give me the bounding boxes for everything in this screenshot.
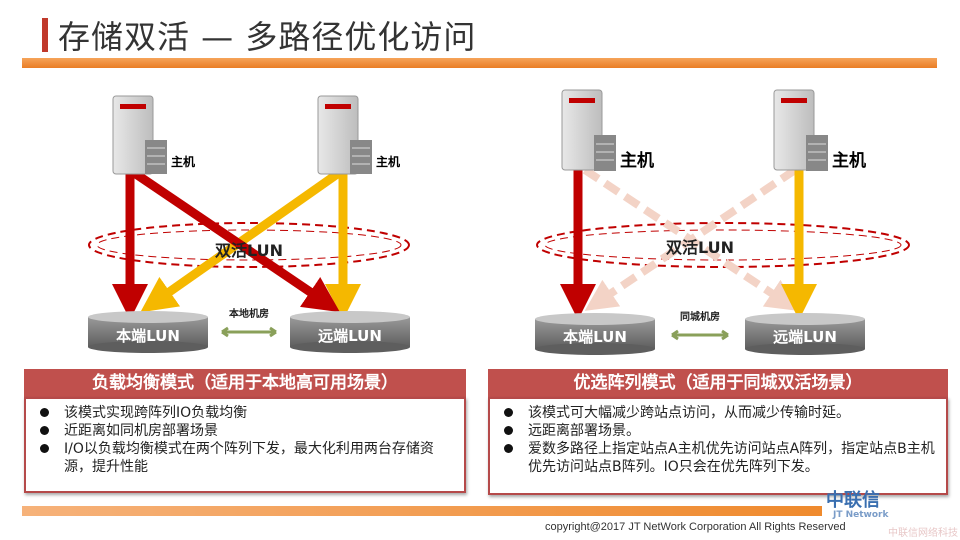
lun-label: 远端LUN — [318, 327, 382, 345]
standby-path-arrow — [584, 166, 798, 311]
load-balance-panel-title: 负载均衡模式（适用于本地高可用场景） — [24, 369, 466, 397]
lun-label: 本端LUN — [116, 327, 180, 345]
host-label: 主机 — [376, 154, 400, 169]
path-arrow — [127, 166, 340, 313]
local-lun-disk: 本端LUN — [88, 311, 208, 353]
lun-label: 远端LUN — [773, 328, 837, 346]
watermark: 中联信网络科技 — [888, 528, 958, 539]
active-active-lun-ring — [88, 222, 410, 268]
footer-rule — [22, 506, 822, 516]
preferred-array-panel: 该模式可大幅减少跨站点访问，从而减少传输时延。 远距离部署场景。 爱数多路径上指… — [488, 397, 948, 495]
multipath-diagram: 主机 主机 双活LUN 本端LUN 远端LUN 本地机房 — [88, 89, 910, 355]
link-arrow-icon — [671, 329, 729, 341]
standby-path-arrow — [582, 166, 799, 311]
server-icon — [317, 95, 372, 175]
bullet-item: I/O以负载均衡模式在两个阵列下发，最大化利用两台存储资源，提升性能 — [36, 440, 464, 476]
load-balance-panel: 该模式实现跨阵列IO负载均衡 近距离如同机房部署场景 I/O以负载均衡模式在两个… — [24, 397, 466, 493]
title-accent-bar — [42, 18, 48, 52]
link-label: 同城机房 — [680, 310, 720, 323]
bullet-item: 爱数多路径上指定站点A主机优先访问站点A阵列，指定站点B主机优先访问站点B阵列。… — [500, 440, 946, 476]
host-label: 主机 — [832, 150, 866, 171]
server-icon — [561, 89, 616, 171]
left-diagram: 主机 主机 双活LUN 本端LUN 远端LUN 本地机房 — [88, 95, 410, 353]
link-label: 本地机房 — [229, 307, 269, 320]
bullet-item: 近距离如同机房部署场景 — [36, 422, 464, 440]
bullet-item: 该模式实现跨阵列IO负载均衡 — [36, 404, 464, 422]
active-active-lun-ring — [536, 222, 910, 268]
ring-label: 双活LUN — [666, 238, 734, 257]
host-label: 主机 — [620, 150, 654, 171]
server-icon — [773, 89, 828, 171]
company-logo-en: JT Network — [833, 510, 889, 520]
local-lun-disk: 本端LUN — [535, 313, 655, 355]
company-logo: 中联信 — [826, 490, 880, 511]
host-label: 主机 — [171, 154, 195, 169]
right-diagram: 主机 主机 双活LUN 本端LUN 远端LUN 同城机房 — [535, 89, 910, 355]
header-rule — [22, 58, 937, 68]
page-title: 存储双活 — 多路径优化访问 — [58, 18, 477, 56]
lun-label: 本端LUN — [563, 328, 627, 346]
bullet-item: 该模式可大幅减少跨站点访问，从而减少传输时延。 — [500, 404, 946, 422]
bullet-item: 远距离部署场景。 — [500, 422, 946, 440]
ring-label: 双活LUN — [215, 241, 283, 260]
remote-lun-disk: 远端LUN — [290, 311, 410, 353]
link-arrow-icon — [221, 326, 277, 338]
path-arrow — [140, 166, 346, 313]
preferred-array-panel-title: 优选阵列模式（适用于同城双活场景） — [488, 369, 948, 397]
server-icon — [112, 95, 167, 175]
remote-lun-disk: 远端LUN — [745, 313, 865, 355]
copyright-text: copyright@2017 JT NetWork Corporation Al… — [545, 521, 846, 533]
